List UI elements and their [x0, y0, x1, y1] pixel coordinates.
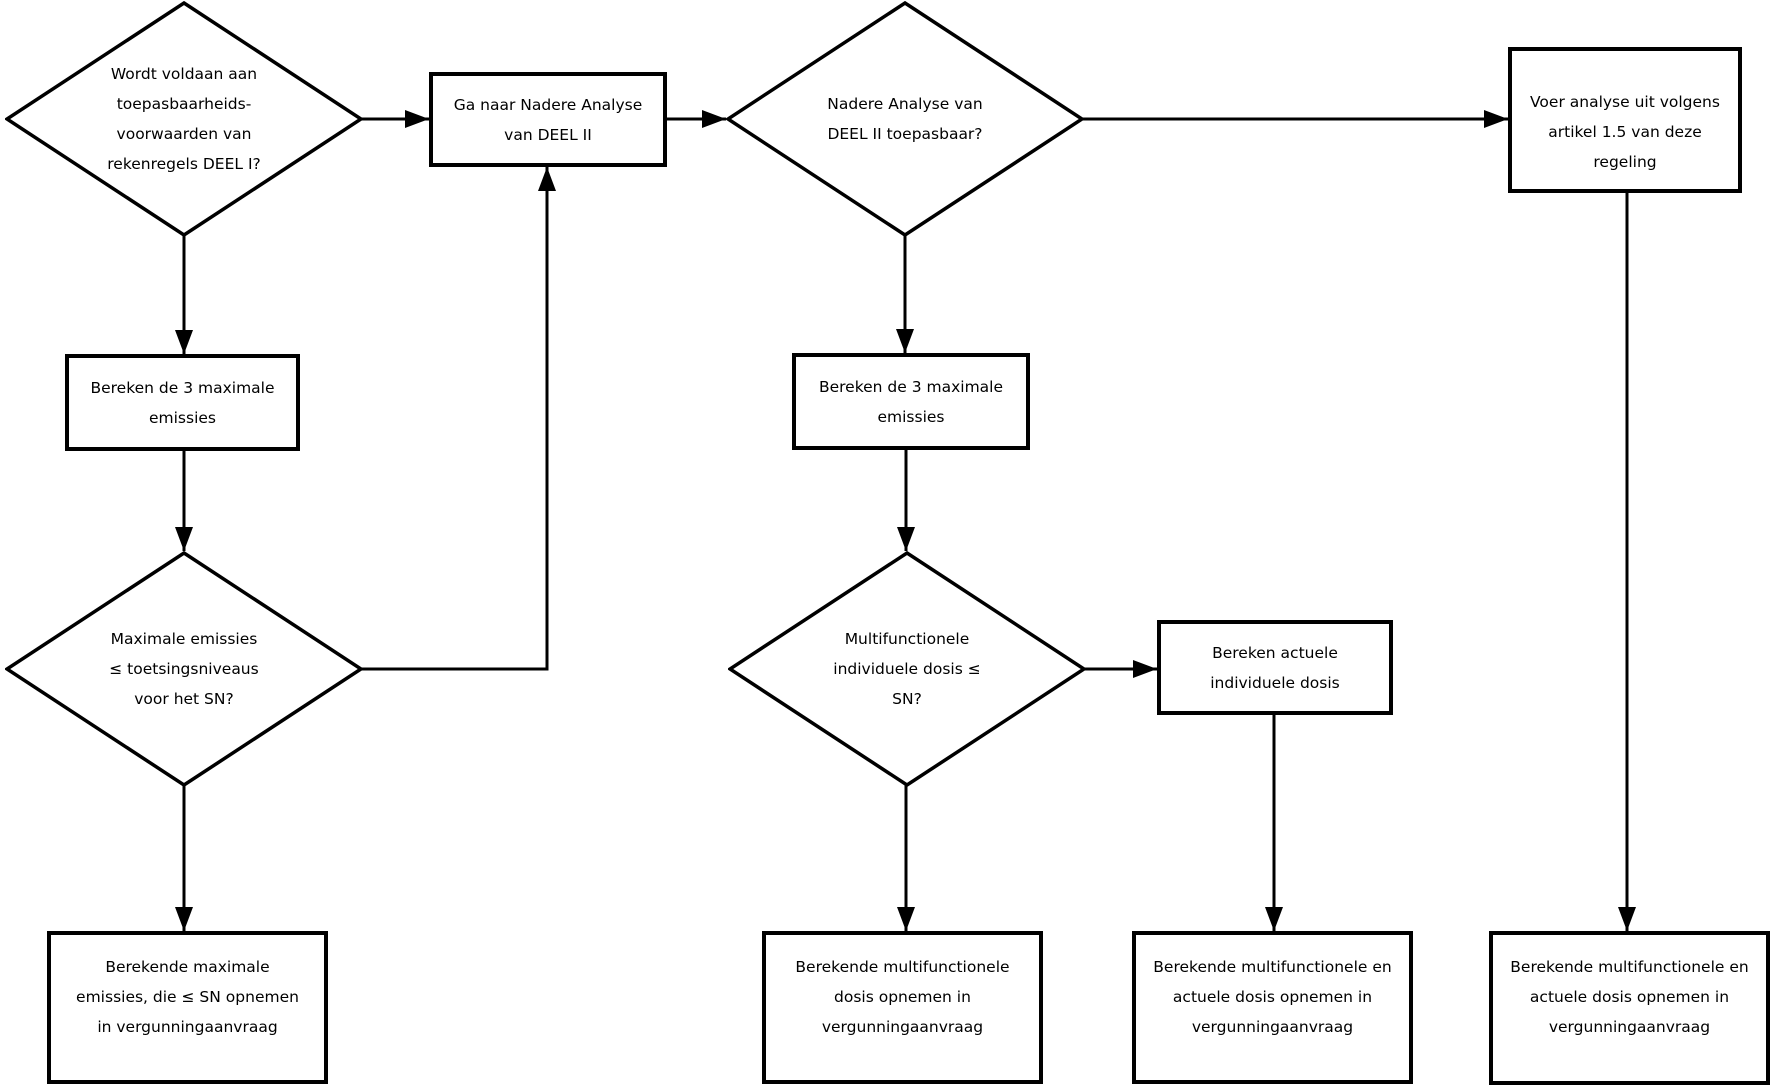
node-label: Bereken de 3 maximale emissies [90, 378, 275, 427]
node-label: Ga naar Nadere Analyse van DEEL II [453, 95, 643, 144]
process-ga-naar-nadere-analyse: Ga naar Nadere Analyse van DEEL II [429, 72, 667, 167]
decision-deel2-toepasbaar: Nadere Analyse van DEEL II toepasbaar? [726, 1, 1084, 237]
node-label: Wordt voldaan aan toepasbaarheids- voorw… [107, 65, 261, 173]
process-berekende-max-emissies: Berekende maximale emissies, die ≤ SN op… [47, 931, 328, 1084]
node-label: Berekende multifunctionele en actuele do… [1510, 958, 1749, 1036]
process-berekende-multi-actuele-dosis-2: Berekende multifunctionele en actuele do… [1489, 931, 1770, 1085]
node-label: Multifunctionele individuele dosis ≤ SN? [833, 630, 981, 708]
process-bereken-actuele-dosis: Bereken actuele individuele dosis [1157, 620, 1393, 715]
node-label: Voer analyse uit volgens artikel 1.5 van… [1530, 93, 1720, 171]
edge-maxsn-to-ganaar [358, 167, 556, 671]
diamond-shape [5, 551, 363, 787]
decision-toepasbaarheid-deel1: Wordt voldaan aan toepasbaarheids- voorw… [5, 1, 363, 237]
diamond-shape [728, 551, 1086, 787]
node-label: Berekende maximale emissies, die ≤ SN op… [76, 958, 299, 1036]
decision-multifunctionele-dosis-sn: Multifunctionele individuele dosis ≤ SN? [728, 551, 1086, 787]
diamond-shape [726, 1, 1084, 237]
process-bereken-3-max-emissies-links: Bereken de 3 maximale emissies [65, 354, 300, 451]
node-label: Berekende multifunctionele dosis opnemen… [795, 958, 1010, 1036]
process-berekende-multi-actuele-dosis-1: Berekende multifunctionele en actuele do… [1132, 931, 1413, 1084]
node-label: Nadere Analyse van DEEL II toepasbaar? [827, 95, 983, 143]
node-label: Maximale emissies ≤ toetsingsniveaus voo… [109, 630, 259, 708]
process-berekende-multifunctionele-dosis: Berekende multifunctionele dosis opnemen… [762, 931, 1043, 1084]
diamond-shape [5, 1, 363, 237]
decision-max-emissies-sn: Maximale emissies ≤ toetsingsniveaus voo… [5, 551, 363, 787]
node-label: Bereken de 3 maximale emissies [818, 377, 1004, 426]
process-bereken-3-max-emissies-midden: Bereken de 3 maximale emissies [792, 353, 1030, 450]
node-label: Bereken actuele individuele dosis [1210, 643, 1340, 692]
process-voer-analyse-artikel15: Voer analyse uit volgens artikel 1.5 van… [1508, 47, 1742, 193]
node-label: Berekende multifunctionele en actuele do… [1153, 958, 1392, 1036]
